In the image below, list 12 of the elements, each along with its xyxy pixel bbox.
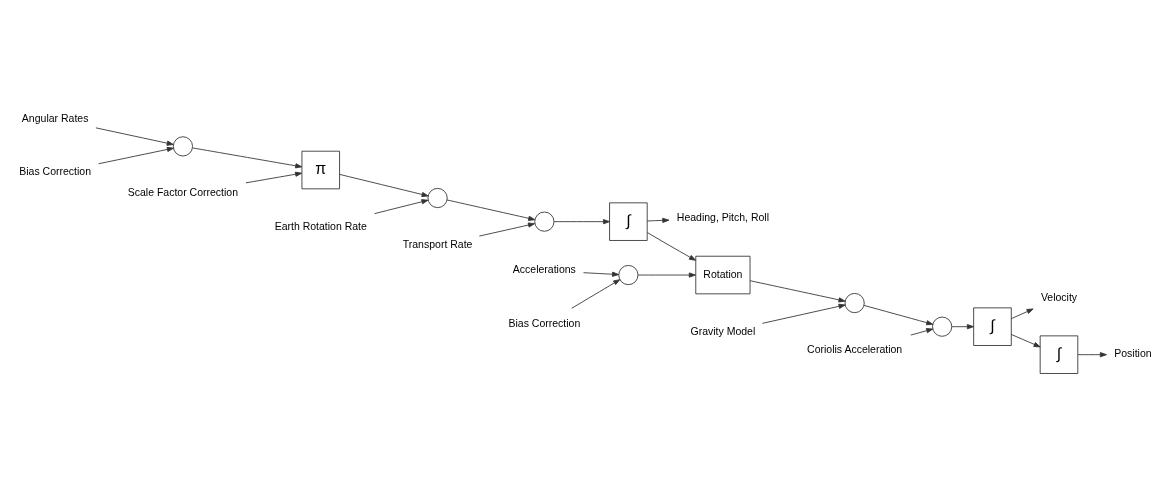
node-text: Bias Correction bbox=[508, 316, 581, 329]
node-text: Earth Rotation Rate bbox=[274, 219, 367, 232]
node-text: Accelerations bbox=[512, 263, 576, 276]
node-text: Transport Rate bbox=[402, 238, 473, 250]
node-text: Scale Factor Correction bbox=[127, 186, 239, 199]
node-text: Bias Correction bbox=[19, 165, 92, 178]
node-text: Coriolis Acceleration bbox=[807, 343, 903, 356]
node-text: Angular Rates bbox=[21, 111, 89, 124]
node-text: Position bbox=[1114, 347, 1152, 360]
node-text: Gravity Model bbox=[690, 324, 756, 337]
node-text: Heading, Pitch, Roll bbox=[676, 210, 770, 223]
node-text: Velocity bbox=[1040, 290, 1078, 303]
